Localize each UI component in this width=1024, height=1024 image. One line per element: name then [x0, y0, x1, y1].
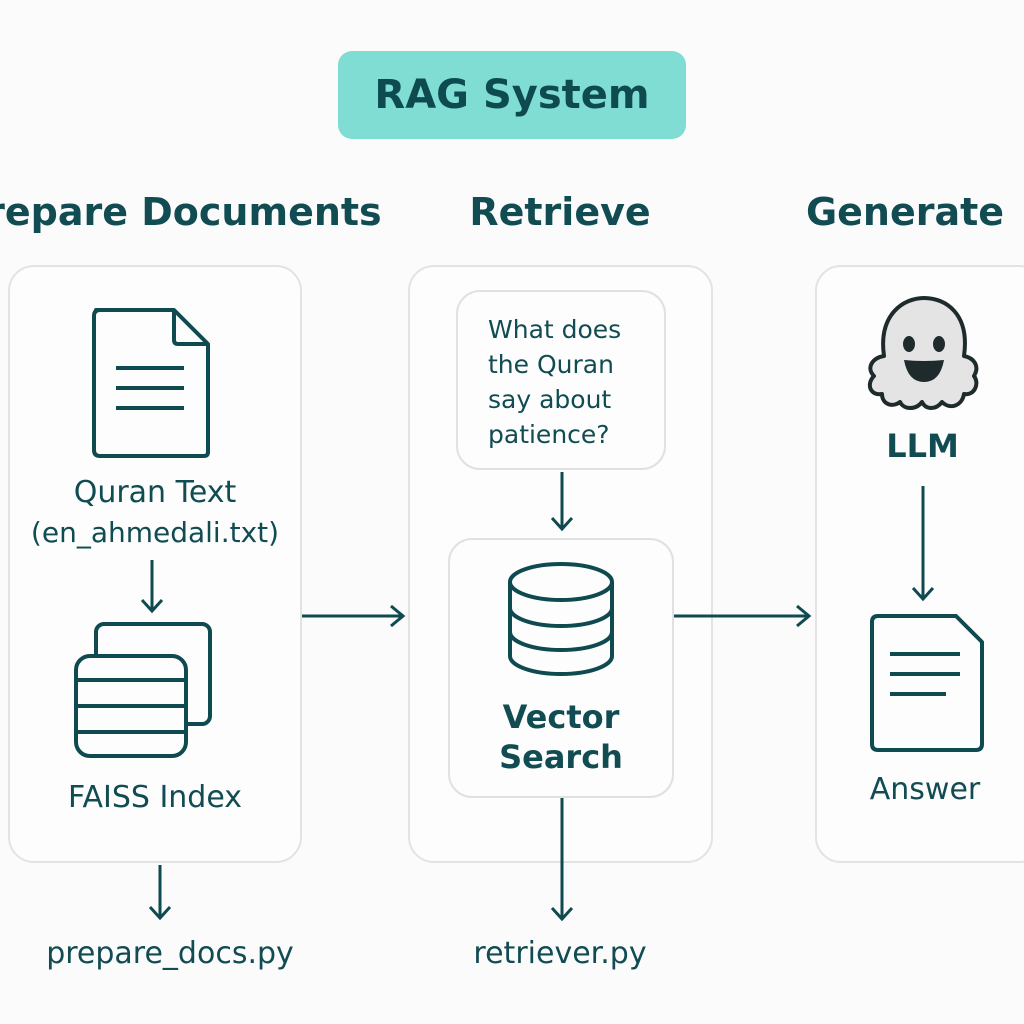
heading-prepare-documents: Prepare Documents — [0, 190, 382, 234]
ghost-icon — [867, 296, 979, 410]
answer-label: Answer — [869, 772, 981, 807]
arrow-right-icon — [674, 604, 812, 628]
arrow-down-icon — [140, 560, 164, 614]
answer-document-icon — [870, 614, 984, 752]
heading-retrieve: Retrieve — [469, 190, 651, 234]
arrow-down-icon — [550, 472, 574, 532]
retriever-script-label: retriever.py — [473, 936, 647, 971]
arrow-down-icon — [148, 865, 172, 921]
quran-text-label: Quran Text — [73, 475, 237, 510]
database-stack-icon — [74, 622, 212, 758]
database-icon — [508, 562, 614, 676]
quran-file-label: (en_ahmedali.txt) — [30, 516, 280, 549]
arrow-right-icon — [302, 604, 406, 628]
llm-label: LLM — [886, 427, 959, 465]
diagram-title: RAG System — [338, 51, 686, 139]
query-bubble: What does the Quran say about patience? — [456, 290, 666, 470]
query-text: What does the Quran say about patience? — [488, 315, 622, 449]
faiss-index-label: FAISS Index — [67, 780, 243, 815]
heading-generate: Generate — [805, 190, 1005, 234]
document-icon — [92, 308, 210, 458]
vector-search-card — [448, 538, 674, 798]
prepare-docs-script-label: prepare_docs.py — [46, 936, 294, 971]
arrow-down-icon — [550, 798, 574, 922]
arrow-down-icon — [911, 486, 935, 602]
vector-search-label: Vector Search — [499, 698, 623, 776]
panel-prepare-documents — [8, 265, 302, 863]
